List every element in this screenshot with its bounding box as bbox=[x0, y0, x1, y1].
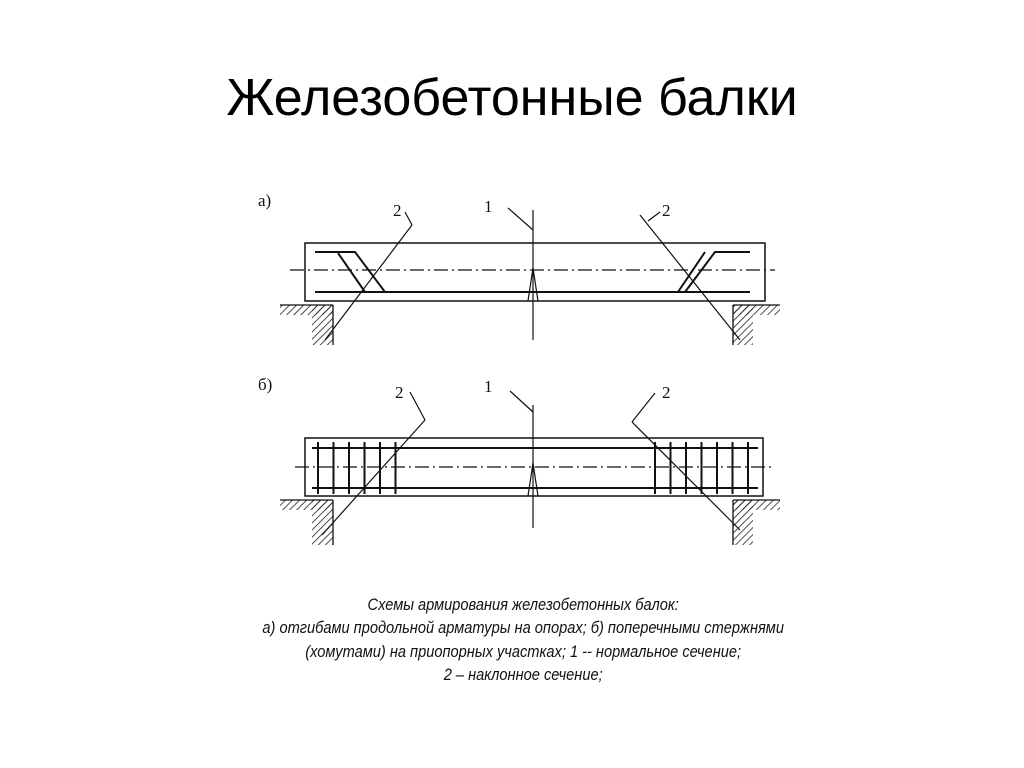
panel-label-a: а) bbox=[258, 191, 271, 210]
label-inclined-right-b: 2 bbox=[662, 383, 671, 402]
support-left bbox=[280, 305, 333, 315]
inclined-section-right bbox=[639, 214, 741, 341]
stirrups bbox=[317, 442, 749, 494]
label-normal-b: 1 bbox=[484, 377, 493, 396]
support-right bbox=[733, 500, 780, 510]
slide-title: Железобетонные балки bbox=[226, 69, 798, 127]
inclined-section-left bbox=[324, 224, 413, 341]
beam-outline bbox=[304, 242, 766, 302]
beam-b: б) 2 1 2 bbox=[258, 375, 780, 545]
beam-a: а) 2 1 2 bbox=[258, 191, 780, 345]
label-normal-a: 1 bbox=[484, 197, 493, 216]
label-inclined-left-b: 2 bbox=[395, 383, 404, 402]
caption-line-3: (хомутами) на приопорных участках; 1 -- … bbox=[305, 642, 742, 661]
caption-line-4: 2 – наклонное сечение; bbox=[443, 665, 603, 684]
support-left bbox=[280, 500, 333, 510]
inclined-section-right bbox=[631, 421, 741, 531]
label-inclined-left-a: 2 bbox=[393, 201, 402, 220]
caption-line-1: Схемы армирования железобетонных балок: bbox=[367, 595, 679, 614]
panel-label-b: б) bbox=[258, 375, 272, 394]
label-inclined-right-a: 2 bbox=[662, 201, 671, 220]
bent-rebar bbox=[315, 251, 750, 293]
support-right bbox=[733, 305, 780, 315]
caption-line-2: а) отгибами продольной арматуры на опора… bbox=[262, 618, 784, 637]
inclined-section-left bbox=[321, 419, 426, 536]
